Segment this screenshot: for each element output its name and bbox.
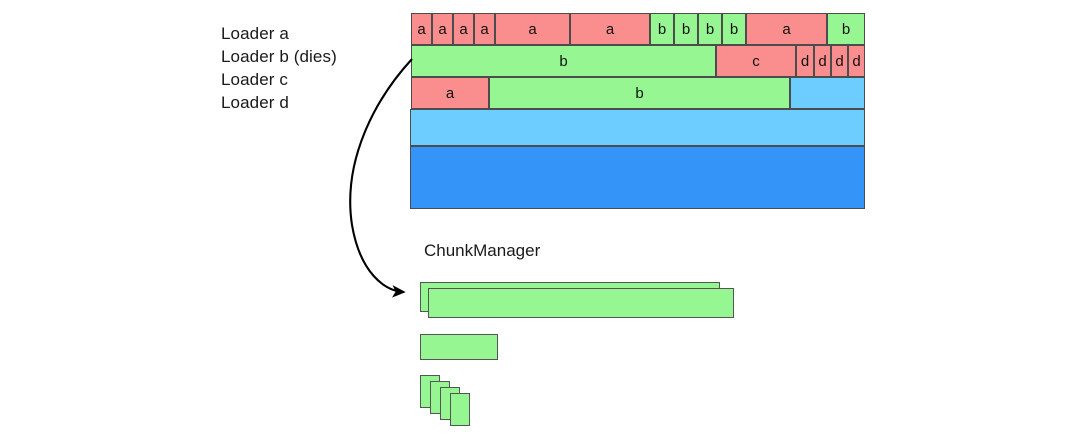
chunk-rect bbox=[420, 334, 498, 360]
memory-cell-d: d bbox=[848, 45, 865, 77]
chunk-rect bbox=[428, 288, 734, 318]
memory-cell-d: d bbox=[831, 45, 848, 77]
memory-cell-a: a bbox=[474, 13, 495, 45]
memory-cell-b: b bbox=[674, 13, 698, 45]
memory-cell-free bbox=[790, 77, 865, 109]
loader-label-list: Loader a Loader b (dies) Loader c Loader… bbox=[221, 22, 411, 114]
memory-cell-a: a bbox=[453, 13, 474, 45]
loader-label-d: Loader d bbox=[221, 93, 289, 112]
loader-label-b: Loader b (dies) bbox=[221, 47, 337, 66]
free-light-blue-row bbox=[410, 109, 865, 146]
memory-cell-d: d bbox=[814, 45, 831, 77]
memory-cell-a: a bbox=[411, 77, 489, 109]
memory-cell-b: b bbox=[827, 13, 865, 45]
memory-cell-a: a bbox=[495, 13, 570, 45]
free-dark-blue-row bbox=[410, 146, 865, 209]
memory-cell-b: b bbox=[489, 77, 790, 109]
memory-cell-a: a bbox=[411, 13, 432, 45]
memory-cell-free bbox=[410, 109, 865, 146]
loader-label-c: Loader c bbox=[221, 70, 288, 89]
memory-cell-c: c bbox=[716, 45, 796, 77]
memory-cell-b: b bbox=[411, 45, 716, 77]
memory-cell-b: b bbox=[722, 13, 746, 45]
memory-cell-free bbox=[410, 146, 865, 209]
chunk-manager-title: ChunkManager bbox=[424, 241, 541, 260]
memory-cell-a: a bbox=[570, 13, 650, 45]
memory-cell-a: a bbox=[432, 13, 453, 45]
memory-cell-d: d bbox=[796, 45, 814, 77]
chunk-rect bbox=[450, 393, 470, 426]
memory-cell-a: a bbox=[746, 13, 827, 45]
memory-cell-b: b bbox=[650, 13, 674, 45]
memory-cell-b: b bbox=[698, 13, 722, 45]
curved-arrow-to-chunkmanager bbox=[349, 58, 413, 298]
loader-label-a: Loader a bbox=[221, 24, 289, 43]
